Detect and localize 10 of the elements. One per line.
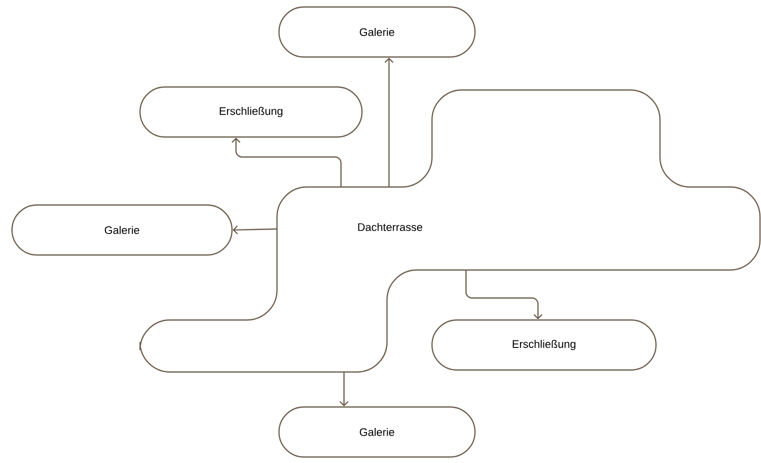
- arrow: [232, 138, 342, 187]
- rounded-box: Galerie: [278, 406, 476, 458]
- rounded-box: Galerie: [278, 6, 476, 58]
- rounded-box: Galerie: [11, 204, 233, 256]
- arrow: [384, 58, 394, 187]
- arrow: [340, 372, 348, 406]
- arrow: [232, 225, 278, 234]
- rounded-box: Erschließung: [431, 319, 657, 371]
- arrow: [465, 270, 542, 320]
- rounded-box: Erschließung: [139, 86, 363, 138]
